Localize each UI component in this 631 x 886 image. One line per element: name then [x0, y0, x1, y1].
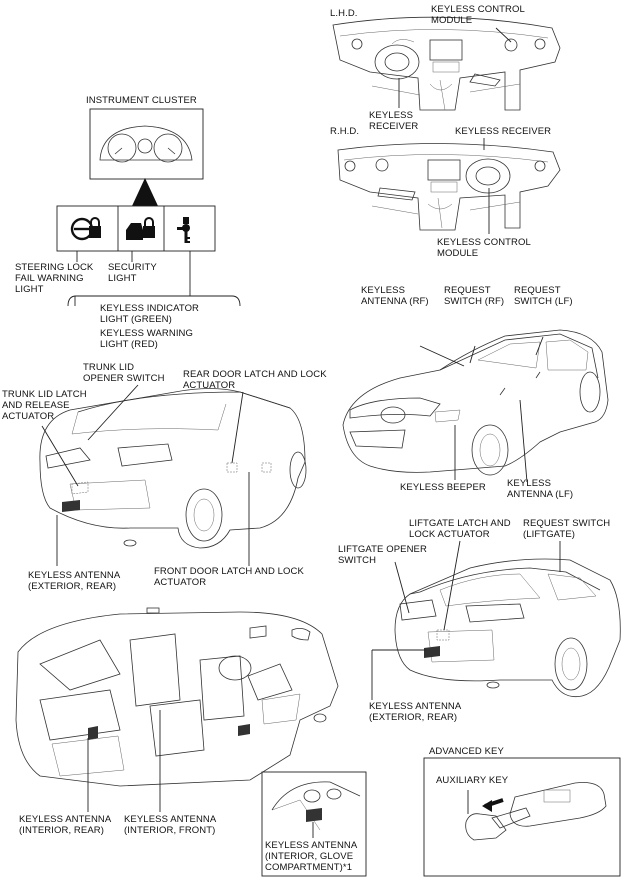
request-switch-rf-label: REQUEST SWITCH (RF): [444, 285, 505, 307]
security-light-label: SECURITY LIGHT: [108, 262, 157, 284]
lhd-dashboard-drawing: [332, 16, 561, 111]
advanced-key-title: ADVANCED KEY: [429, 746, 504, 757]
keyless-indicator-label: KEYLESS INDICATOR LIGHT (GREEN): [100, 303, 200, 325]
antenna-interior-front-label: KEYLESS ANTENNA (INTERIOR, FRONT): [124, 814, 217, 836]
rhd-control-module-label: KEYLESS CONTROL MODULE: [437, 237, 531, 259]
key-indicator-icon: [177, 217, 190, 243]
liftgate-latch-label: LIFTGATE LATCH AND LOCK ACTUATOR: [409, 518, 511, 540]
interior-drawing: [15, 607, 367, 877]
rhd-dashboard-drawing: [337, 138, 561, 234]
instrument-cluster-drawing: [56, 108, 216, 252]
antenna-lf-label: KEYLESS ANTENNA (LF): [507, 478, 574, 500]
hatchback-rear-drawing: [371, 540, 621, 700]
front-door-latch-label: FRONT DOOR LATCH AND LOCK ACTUATOR: [154, 566, 304, 588]
trunk-opener-label: TRUNK LID OPENER SWITCH: [83, 362, 165, 384]
lhd-receiver-label: KEYLESS RECEIVER: [369, 110, 419, 132]
liftgate-opener-label: LIFTGATE OPENER SWITCH: [338, 544, 427, 566]
keyless-beeper-label: KEYLESS BEEPER: [400, 482, 486, 493]
hatch-antenna-ext-label: KEYLESS ANTENNA (EXTERIOR, REAR): [369, 701, 462, 723]
antenna-rf-label: KEYLESS ANTENNA (RF): [361, 285, 429, 307]
steering-lock-icon: [70, 217, 101, 241]
cluster-leaders: [67, 251, 241, 307]
lhd-title: L.H.D.: [330, 8, 358, 19]
rhd-receiver-label: KEYLESS RECEIVER: [455, 126, 552, 137]
request-switch-liftgate-label: REQUEST SWITCH (LIFTGATE): [523, 518, 611, 540]
auxiliary-key-label: AUXILIARY KEY: [436, 775, 509, 786]
instrument-cluster-title: INSTRUMENT CLUSTER: [86, 95, 197, 106]
hatchback-front-drawing: [342, 329, 609, 483]
security-light-icon: [126, 217, 155, 240]
request-switch-lf-label: REQUEST SWITCH (LF): [514, 285, 573, 307]
trunk-latch-label: TRUNK LID LATCH AND RELEASE ACTUATOR: [2, 389, 87, 422]
rear-door-latch-label: REAR DOOR LATCH AND LOCK ACTUATOR: [183, 369, 327, 391]
sedan-antenna-ext-label: KEYLESS ANTENNA (EXTERIOR, REAR): [28, 570, 121, 592]
advanced-key-drawing: [423, 757, 621, 877]
lhd-control-module-label: KEYLESS CONTROL MODULE: [431, 4, 525, 26]
antenna-glove-label: KEYLESS ANTENNA (INTERIOR, GLOVE COMPART…: [265, 840, 358, 873]
antenna-interior-rear-label: KEYLESS ANTENNA (INTERIOR, REAR): [19, 814, 112, 836]
keyless-warning-label: KEYLESS WARNING LIGHT (RED): [100, 328, 194, 350]
steering-lock-label: STEERING LOCK FAIL WARNING LIGHT: [15, 262, 94, 295]
sedan-rear-drawing: [39, 384, 307, 566]
rhd-title: R.H.D.: [330, 126, 360, 137]
